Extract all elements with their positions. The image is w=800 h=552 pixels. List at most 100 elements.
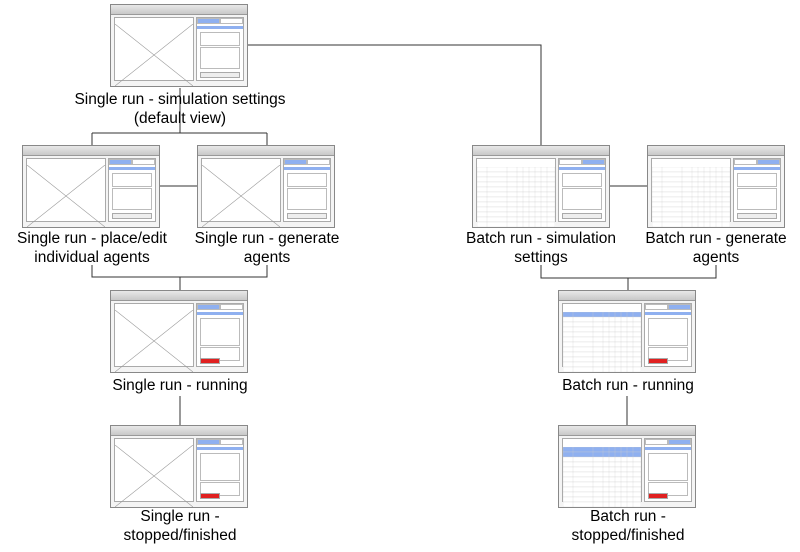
screen-thumbnail-batch-settings[interactable] — [472, 145, 610, 228]
node-label: Batch run - running — [562, 376, 694, 395]
tab-batch-run[interactable] — [220, 18, 243, 24]
node-label: Single run - running — [112, 376, 247, 395]
connector — [248, 44, 542, 145]
settings-group — [200, 347, 240, 361]
batch-table — [562, 303, 642, 372]
tab-single-run[interactable] — [559, 159, 582, 165]
node-label-line: Batch run - running — [562, 377, 694, 394]
side-panel — [108, 158, 156, 222]
tab-single-run[interactable] — [645, 304, 668, 310]
side-panel — [196, 438, 244, 502]
side-panel — [558, 158, 606, 222]
section-header — [197, 26, 243, 29]
window-titlebar — [559, 291, 695, 301]
node-label-line: Single run - generate — [194, 230, 340, 247]
side-panel — [644, 303, 692, 367]
start-button[interactable] — [287, 213, 327, 219]
window-titlebar — [198, 146, 334, 156]
settings-group — [737, 188, 777, 210]
window-titlebar — [23, 146, 159, 156]
map-placeholder — [114, 303, 194, 372]
section-header — [197, 312, 243, 315]
settings-group — [287, 188, 327, 210]
screen-thumbnail-single-stopped[interactable] — [110, 425, 248, 508]
settings-group — [200, 47, 240, 69]
settings-group — [648, 453, 688, 481]
settings-group — [287, 173, 327, 187]
node-label-line: agents — [692, 249, 740, 266]
settings-group — [648, 482, 688, 496]
side-panel — [644, 438, 692, 502]
node-label-line: Single run - place/edit — [17, 230, 167, 247]
connector — [91, 265, 268, 290]
settings-group — [200, 32, 240, 46]
screen-thumbnail-single-generate[interactable] — [197, 145, 335, 228]
start-button[interactable] — [562, 213, 602, 219]
tab-single-run[interactable] — [734, 159, 757, 165]
node-label: Single run -stopped/finished — [124, 507, 237, 545]
start-button[interactable] — [737, 213, 777, 219]
stop-button[interactable] — [648, 358, 668, 364]
tab-batch-run[interactable] — [220, 304, 243, 310]
settings-group — [648, 318, 688, 346]
side-panel — [196, 303, 244, 367]
node-label-line: (default view) — [133, 110, 227, 127]
settings-group — [112, 173, 152, 187]
window-titlebar — [111, 426, 247, 436]
tab-single-run[interactable] — [197, 439, 220, 445]
stop-button[interactable] — [200, 493, 220, 499]
window-titlebar — [648, 146, 784, 156]
node-label-line: individual agents — [34, 249, 150, 266]
node-label: Batch run - stopped/finished — [572, 507, 685, 545]
screen-thumbnail-batch-running[interactable] — [558, 290, 696, 373]
tab-batch-run[interactable] — [132, 159, 155, 165]
connector — [540, 265, 717, 290]
node-label-line: Single run - simulation settings — [74, 91, 286, 108]
map-placeholder — [114, 438, 194, 507]
node-label: Single run - simulation settings (default… — [74, 90, 285, 128]
node-label-line: Single run - — [140, 508, 220, 525]
screen-thumbnail-batch-stopped[interactable] — [558, 425, 696, 508]
start-button[interactable] — [200, 72, 240, 78]
tab-single-run[interactable] — [284, 159, 307, 165]
tab-batch-run[interactable] — [582, 159, 605, 165]
tab-single-run[interactable] — [109, 159, 132, 165]
node-label: Single run - place/edit individual agents — [17, 229, 167, 267]
tab-batch-run[interactable] — [220, 439, 243, 445]
node-label-line: Batch run - simulation — [466, 230, 616, 247]
settings-group — [112, 188, 152, 210]
tab-single-run[interactable] — [197, 18, 220, 24]
tab-single-run[interactable] — [645, 439, 668, 445]
screen-thumbnail-single-settings[interactable] — [110, 4, 248, 87]
node-label-line: Batch run - — [590, 508, 666, 525]
node-label: Single run - generate agents — [195, 229, 340, 267]
settings-group — [200, 318, 240, 346]
screen-thumbnail-single-running[interactable] — [110, 290, 248, 373]
map-placeholder — [201, 158, 281, 227]
window-titlebar — [559, 426, 695, 436]
side-panel — [283, 158, 331, 222]
window-titlebar — [111, 291, 247, 301]
start-button[interactable] — [112, 213, 152, 219]
tab-batch-run[interactable] — [668, 304, 691, 310]
tab-batch-run[interactable] — [668, 439, 691, 445]
settings-group — [200, 453, 240, 481]
screen-thumbnail-single-place[interactable] — [22, 145, 160, 228]
tab-batch-run[interactable] — [757, 159, 780, 165]
window-titlebar — [473, 146, 609, 156]
node-label-line: Single run - running — [112, 377, 248, 394]
tab-batch-run[interactable] — [307, 159, 330, 165]
screen-thumbnail-batch-generate[interactable] — [647, 145, 785, 228]
map-placeholder — [114, 17, 194, 86]
settings-group — [562, 188, 602, 210]
settings-group — [737, 173, 777, 187]
node-label-line: agents — [243, 249, 291, 266]
stop-button[interactable] — [648, 493, 668, 499]
tab-single-run[interactable] — [197, 304, 220, 310]
node-label-line: settings — [514, 249, 568, 266]
node-label-line: stopped/finished — [571, 527, 685, 544]
stop-button[interactable] — [200, 358, 220, 364]
connector — [91, 88, 268, 145]
